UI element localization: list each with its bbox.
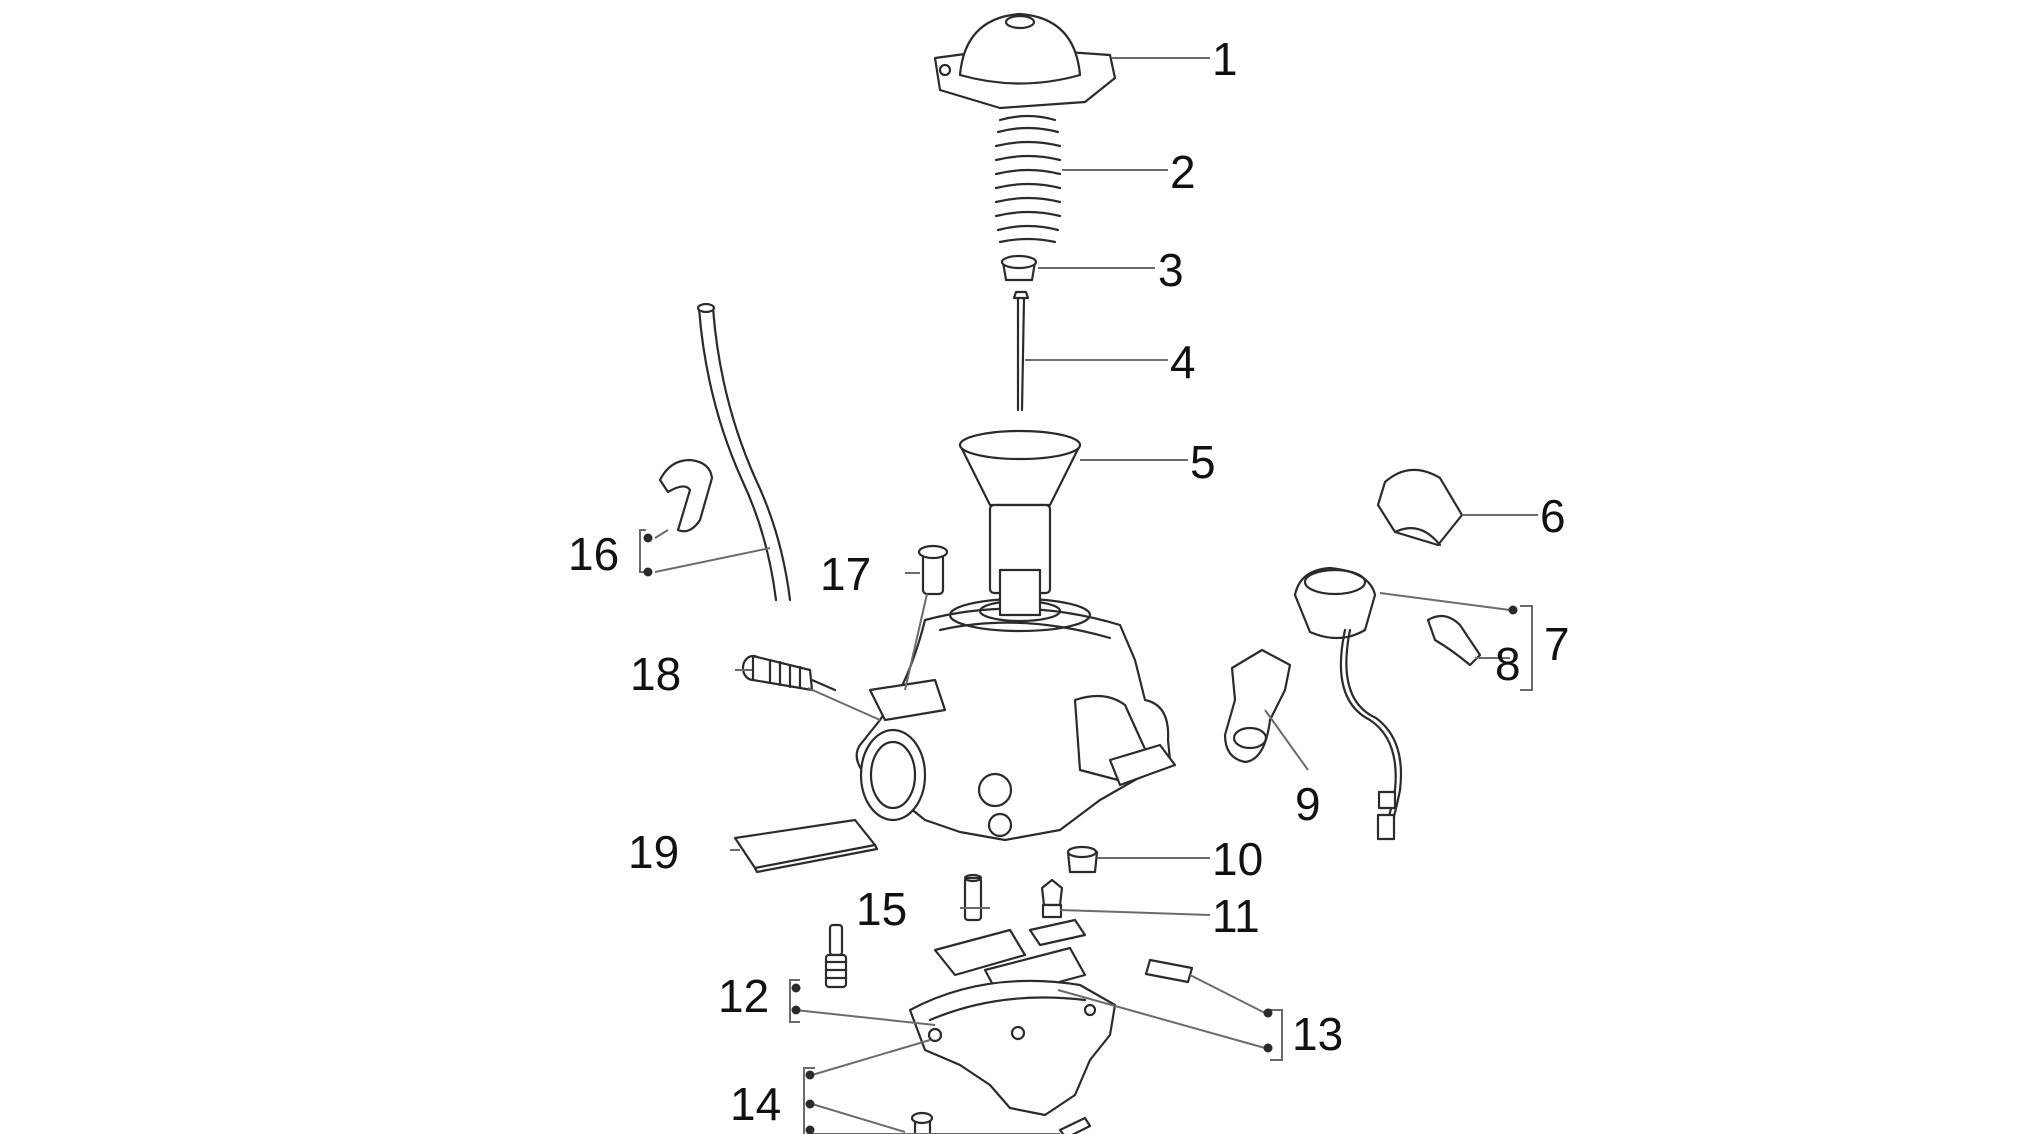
part-main-jet [963,873,983,922]
part-jet-needle [1012,290,1030,412]
bracket-12 [789,979,801,1023]
bracket-16 [639,529,653,577]
callout-13: 13 [1292,1008,1343,1060]
callout-8: 8 [1495,638,1521,690]
callout-17: 17 [820,548,871,600]
part-cap-screw [917,544,949,596]
part-idle-screw [824,923,848,989]
part-needle-retainer [1000,254,1038,282]
callout-12: 12 [718,970,769,1022]
callout-7: 7 [1544,618,1570,670]
part-mixture-screw [741,654,837,692]
part-rubber-sleeve [1376,468,1464,547]
callout-18: 18 [630,648,681,700]
part-filter-pad [733,818,879,874]
callout-9: 9 [1295,778,1321,830]
callout-19: 19 [628,826,679,878]
bracket-14 [803,1067,815,1134]
part-plunger-housing [1223,648,1292,764]
part-plug [1066,845,1099,874]
callout-1: 1 [1212,33,1238,85]
part-float-needle [1040,878,1064,919]
callout-15: 15 [856,883,907,935]
bracket-7-8 [1508,605,1533,691]
callout-6: 6 [1540,490,1566,542]
callout-14: 14 [730,1078,781,1130]
callout-3: 3 [1158,244,1184,296]
part-diaphragm-cover [933,12,1117,110]
part-fuel-hose [658,302,792,602]
part-float-bowl [908,979,1117,1134]
callout-2: 2 [1170,146,1196,198]
part-throttle-slide [958,429,1082,595]
part-carburetor-body [855,568,1177,842]
callout-5: 5 [1190,436,1216,488]
part-choke-clip [1426,614,1482,667]
part-auto-choke [1293,566,1403,841]
part-spring [994,114,1062,244]
callout-10: 10 [1212,833,1263,885]
callout-11: 11 [1212,890,1260,942]
bracket-13 [1263,1008,1283,1061]
callout-4: 4 [1170,336,1196,388]
leader-lines [654,57,1538,1134]
callout-16: 16 [568,528,619,580]
